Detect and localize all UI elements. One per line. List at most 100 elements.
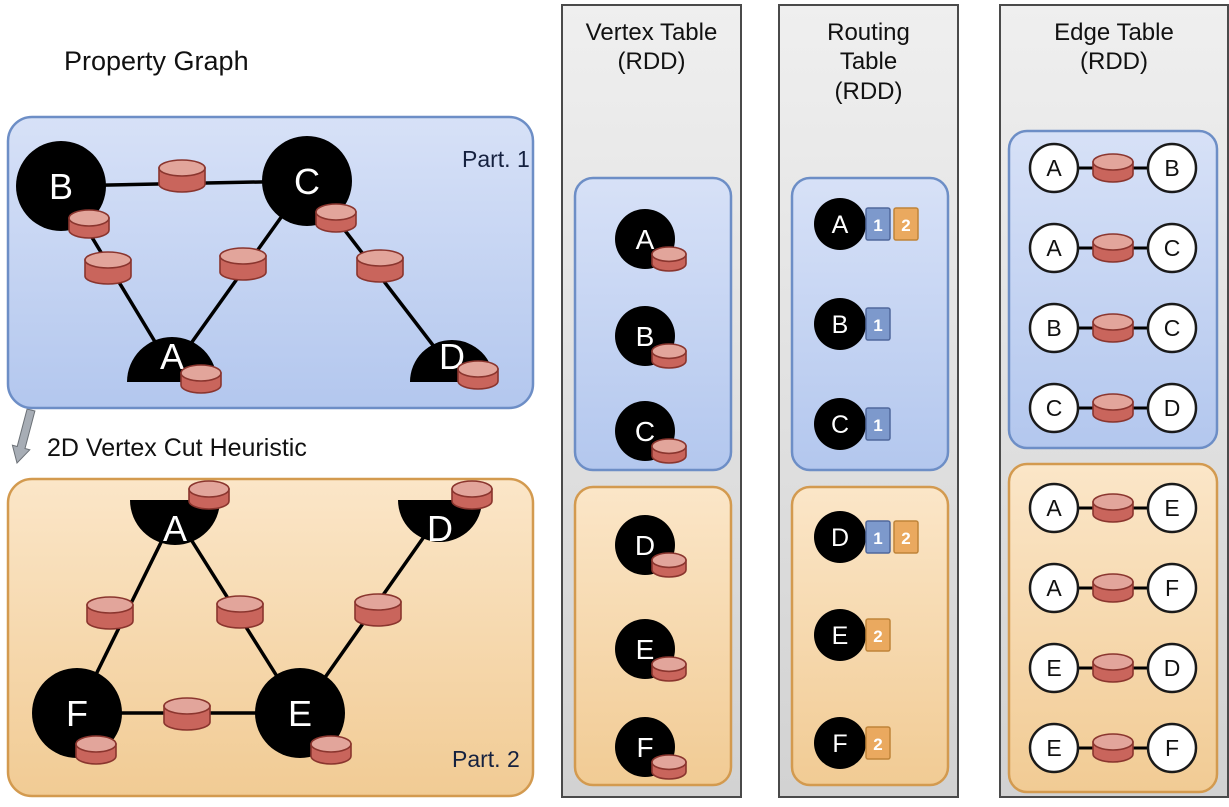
vertex-property-cylinder-icon <box>75 735 117 765</box>
graph-node-label: D <box>427 508 453 549</box>
edge-property-cylinder-icon <box>1092 733 1134 763</box>
vertex-table-entry-E: E <box>615 619 687 682</box>
vertex-property-cylinder-icon <box>451 480 493 510</box>
routing-table-title: Routing Table (RDD) <box>780 6 957 106</box>
vertex-table-entry-D: D <box>615 515 687 578</box>
routing-partition-chip-1: 1 <box>865 307 891 341</box>
vertex-property-cylinder-icon <box>651 438 687 464</box>
edge-src-label: A <box>1046 495 1062 521</box>
vertex-label: C <box>635 416 655 447</box>
edge-property-cylinder-icon <box>1092 573 1134 603</box>
routing-vertex-label: B <box>832 311 849 339</box>
graph-node-C: C <box>262 136 352 226</box>
edge-table-title: Edge Table (RDD) <box>1001 6 1227 77</box>
vertex-table-entry-B: B <box>615 306 687 369</box>
routing-table-subtitle: (RDD) <box>834 77 903 105</box>
vertex-property-cylinder-icon <box>180 364 222 394</box>
vertex-label: B <box>636 321 655 352</box>
edge-dst-label: B <box>1164 155 1179 181</box>
figure-title: Property Graph <box>64 46 249 76</box>
edge-src-label: A <box>1046 575 1062 601</box>
vertex-property-cylinder-icon <box>68 209 110 239</box>
vertex-table-subtitle: (RDD) <box>617 48 686 76</box>
routing-vertex-label: F <box>832 730 847 758</box>
edge-src-label: E <box>1046 735 1061 761</box>
routing-partition-chip-2: 2 <box>893 520 919 554</box>
edge-src-label: A <box>1046 155 1062 181</box>
graph-node-label: E <box>288 693 312 734</box>
edge-property-cylinder-icon <box>356 249 404 283</box>
edge-table-title-text: Edge Table <box>1054 19 1174 46</box>
vertex-property-cylinder-icon <box>188 480 230 510</box>
edge-dst-label: C <box>1164 315 1181 341</box>
edge-dst-label: C <box>1164 235 1181 261</box>
edge-property-cylinder-icon <box>1092 153 1134 183</box>
edge-src-label: C <box>1046 395 1063 421</box>
vertex-property-cylinder-icon <box>651 246 687 272</box>
graph-node-B: B <box>16 141 106 231</box>
edge-property-cylinder-icon <box>1092 393 1134 423</box>
graph-node-A: A <box>130 500 220 549</box>
routing-table-title-text: Routing Table <box>827 19 910 76</box>
routing-partition-chip-2: 2 <box>865 726 891 760</box>
vertex-table-entry-C: C <box>615 401 687 464</box>
edge-property-cylinder-icon <box>158 159 206 193</box>
edge-property-cylinder-icon <box>1092 653 1134 683</box>
partition-1-label: Part. 1 <box>462 146 530 172</box>
graph-node-D: D <box>398 500 482 549</box>
edge-property-cylinder-icon <box>1092 313 1134 343</box>
edge-table-part1-box <box>1007 129 1219 450</box>
edge-property-cylinder-icon <box>86 596 134 630</box>
edge-dst-label: D <box>1164 395 1181 421</box>
routing-chip-number: 1 <box>873 216 882 235</box>
partition-2-box <box>6 477 535 798</box>
vertex-label: E <box>636 634 655 665</box>
edge-property-cylinder-icon <box>1092 493 1134 523</box>
graph-node-label: F <box>66 693 88 734</box>
routing-vertex-label: A <box>832 211 849 239</box>
routing-chip-number: 1 <box>873 416 882 435</box>
routing-partition-chip-2: 2 <box>893 207 919 241</box>
edge-property-cylinder-icon <box>163 697 211 731</box>
vertex-property-cylinder-icon <box>651 656 687 682</box>
graph-node-label: B <box>49 166 73 207</box>
edge-src-label: E <box>1046 655 1061 681</box>
edge-src-label: B <box>1046 315 1061 341</box>
vertex-property-cylinder-icon <box>651 552 687 578</box>
edge-table-part2-box <box>1007 462 1219 794</box>
edge-property-cylinder-icon <box>1092 233 1134 263</box>
routing-chip-number: 2 <box>901 216 910 235</box>
vertex-label: D <box>635 530 655 561</box>
vertex-label: F <box>636 732 653 763</box>
routing-chip-number: 1 <box>873 529 882 548</box>
routing-partition-chip-1: 1 <box>865 520 891 554</box>
routing-partition-chip-1: 1 <box>865 207 891 241</box>
vertex-table-title-text: Vertex Table <box>585 19 718 46</box>
vertex-property-cylinder-icon <box>310 735 352 765</box>
partition-2-label: Part. 2 <box>452 746 520 772</box>
routing-chip-number: 1 <box>873 316 882 335</box>
routing-partition-chip-2: 2 <box>865 618 891 652</box>
graph-node-label: A <box>160 336 184 377</box>
vertex-property-cylinder-icon <box>651 754 687 780</box>
routing-vertex-label: E <box>832 622 849 650</box>
